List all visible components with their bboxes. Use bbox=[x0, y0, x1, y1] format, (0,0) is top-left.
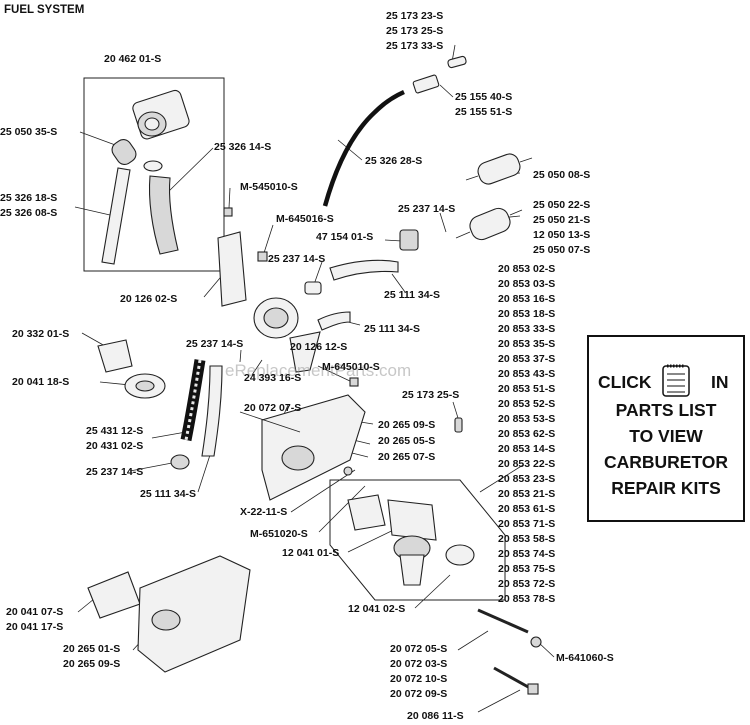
part-label: 25 237 14-S bbox=[86, 466, 143, 478]
part-label: 20 265 05-S bbox=[378, 435, 435, 447]
part-label: 20 853 14-S bbox=[498, 443, 555, 455]
part-label: 25 237 14-S bbox=[186, 338, 243, 350]
watermark: eReplacementParts.com bbox=[225, 361, 411, 380]
part-label: 20 086 11-S bbox=[407, 710, 464, 722]
part-label: 12 041 02-S bbox=[348, 603, 405, 615]
part-labels: 25 173 23-S 25 173 25-S 25 173 33-S 20 4… bbox=[0, 10, 614, 722]
part-label: 25 155 40-S bbox=[455, 91, 512, 103]
callout-in-text: IN bbox=[711, 372, 729, 392]
part-label: 20 853 02-S bbox=[498, 263, 555, 275]
part-label: 20 853 53-S bbox=[498, 413, 555, 425]
part-label: 20 853 22-S bbox=[498, 458, 555, 470]
carburetor-assembly bbox=[329, 479, 506, 601]
part-label: M-545010-S bbox=[240, 181, 298, 193]
part-label: 20 853 78-S bbox=[498, 593, 555, 605]
fuel-line-top bbox=[322, 55, 467, 207]
part-label: M-645010-S bbox=[322, 361, 380, 373]
diagram-title: FUEL SYSTEM bbox=[4, 4, 84, 16]
part-label: 25 111 34-S bbox=[140, 488, 196, 500]
part-label: 20 853 33-S bbox=[498, 323, 555, 335]
part-label: 25 111 34-S bbox=[364, 323, 420, 335]
part-label: 20 853 51-S bbox=[498, 383, 555, 395]
part-label: 20 853 37-S bbox=[498, 353, 555, 365]
lower-elbow bbox=[87, 555, 251, 673]
part-label: 12 050 13-S bbox=[533, 229, 590, 241]
part-label: 20 265 09-S bbox=[378, 419, 435, 431]
part-label: 20 853 21-S bbox=[498, 488, 555, 500]
part-label: 25 155 51-S bbox=[455, 106, 512, 118]
part-label: 20 853 35-S bbox=[498, 338, 555, 350]
part-label: 20 853 16-S bbox=[498, 293, 555, 305]
part-label: 12 041 01-S bbox=[282, 547, 339, 559]
part-label: 20 041 18-S bbox=[12, 376, 69, 388]
bolts bbox=[223, 207, 542, 695]
part-label: 25 050 35-S bbox=[0, 126, 57, 138]
part-label: 20 072 09-S bbox=[390, 688, 447, 700]
part-label: 25 111 34-S bbox=[384, 289, 440, 301]
lower-hoses bbox=[97, 339, 223, 470]
part-label: 20 431 02-S bbox=[86, 440, 143, 452]
callout-line-5: REPAIR KITS bbox=[611, 478, 721, 498]
part-label: 25 173 33-S bbox=[386, 40, 443, 52]
callout-line-3: TO VIEW bbox=[629, 426, 703, 446]
parts-list-icon[interactable] bbox=[662, 364, 690, 397]
part-label: 20 462 01-S bbox=[104, 53, 161, 65]
part-label: 25 050 21-S bbox=[533, 214, 590, 226]
part-label: 20 072 05-S bbox=[390, 643, 447, 655]
manifold-shroud bbox=[239, 394, 463, 501]
part-label: 20 265 01-S bbox=[63, 643, 120, 655]
fuel-filters bbox=[399, 153, 533, 251]
part-label: 20 853 75-S bbox=[498, 563, 555, 575]
part-label: 20 853 58-S bbox=[498, 533, 555, 545]
part-label: 25 050 08-S bbox=[533, 169, 590, 181]
part-label: 25 050 07-S bbox=[533, 244, 590, 256]
part-label: M-645016-S bbox=[276, 213, 334, 225]
part-label: 25 237 14-S bbox=[268, 253, 325, 265]
part-label: 25 431 12-S bbox=[86, 425, 143, 437]
air-cleaner-assembly bbox=[83, 77, 225, 272]
fuel-pump-assembly bbox=[217, 231, 399, 373]
carburetor-kits-callout[interactable]: CLICK IN PARTS LIST TO VIEW CARBURETOR R… bbox=[587, 335, 745, 522]
part-label: 20 853 52-S bbox=[498, 398, 555, 410]
part-label: 20 332 01-S bbox=[12, 328, 69, 340]
part-label: 20 853 71-S bbox=[498, 518, 555, 530]
part-label: 20 853 61-S bbox=[498, 503, 555, 515]
part-label: 20 072 10-S bbox=[390, 673, 447, 685]
callout-click-text: CLICK bbox=[598, 372, 652, 392]
part-label: 47 154 01-S bbox=[316, 231, 373, 243]
part-label: 25 237 14-S bbox=[398, 203, 455, 215]
part-label: 20 041 17-S bbox=[6, 621, 63, 633]
part-label: X-22-11-S bbox=[240, 506, 287, 518]
part-label: 20 853 23-S bbox=[498, 473, 555, 485]
part-label: 20 041 07-S bbox=[6, 606, 63, 618]
part-label: 20 853 72-S bbox=[498, 578, 555, 590]
part-label: 20 853 62-S bbox=[498, 428, 555, 440]
callout-line-4: CARBURETOR bbox=[604, 452, 728, 472]
part-label: 20 126 12-S bbox=[290, 341, 347, 353]
part-label: 20 853 74-S bbox=[498, 548, 555, 560]
part-label: 20 265 07-S bbox=[378, 451, 435, 463]
part-label: M-651020-S bbox=[250, 528, 308, 540]
part-label: 20 265 09-S bbox=[63, 658, 120, 670]
part-label: 25 050 22-S bbox=[533, 199, 590, 211]
part-label: 24 393 16-S bbox=[244, 372, 301, 384]
part-label: 20 853 43-S bbox=[498, 368, 555, 380]
part-label: 25 326 28-S bbox=[365, 155, 422, 167]
part-label: 25 173 25-S bbox=[386, 25, 443, 37]
part-label: 25 326 14-S bbox=[214, 141, 271, 153]
part-label: 20 126 02-S bbox=[120, 293, 177, 305]
part-label: 20 072 07-S bbox=[244, 402, 301, 414]
part-label: 25 173 23-S bbox=[386, 10, 443, 22]
part-label: 25 326 08-S bbox=[0, 207, 57, 219]
part-label: M-641060-S bbox=[556, 652, 614, 664]
part-label: 25 326 18-S bbox=[0, 192, 57, 204]
part-label: 20 853 03-S bbox=[498, 278, 555, 290]
part-label: 20 853 18-S bbox=[498, 308, 555, 320]
part-label: 20 072 03-S bbox=[390, 658, 447, 670]
callout-line-2: PARTS LIST bbox=[616, 400, 717, 420]
part-label: 25 173 25-S bbox=[402, 389, 459, 401]
